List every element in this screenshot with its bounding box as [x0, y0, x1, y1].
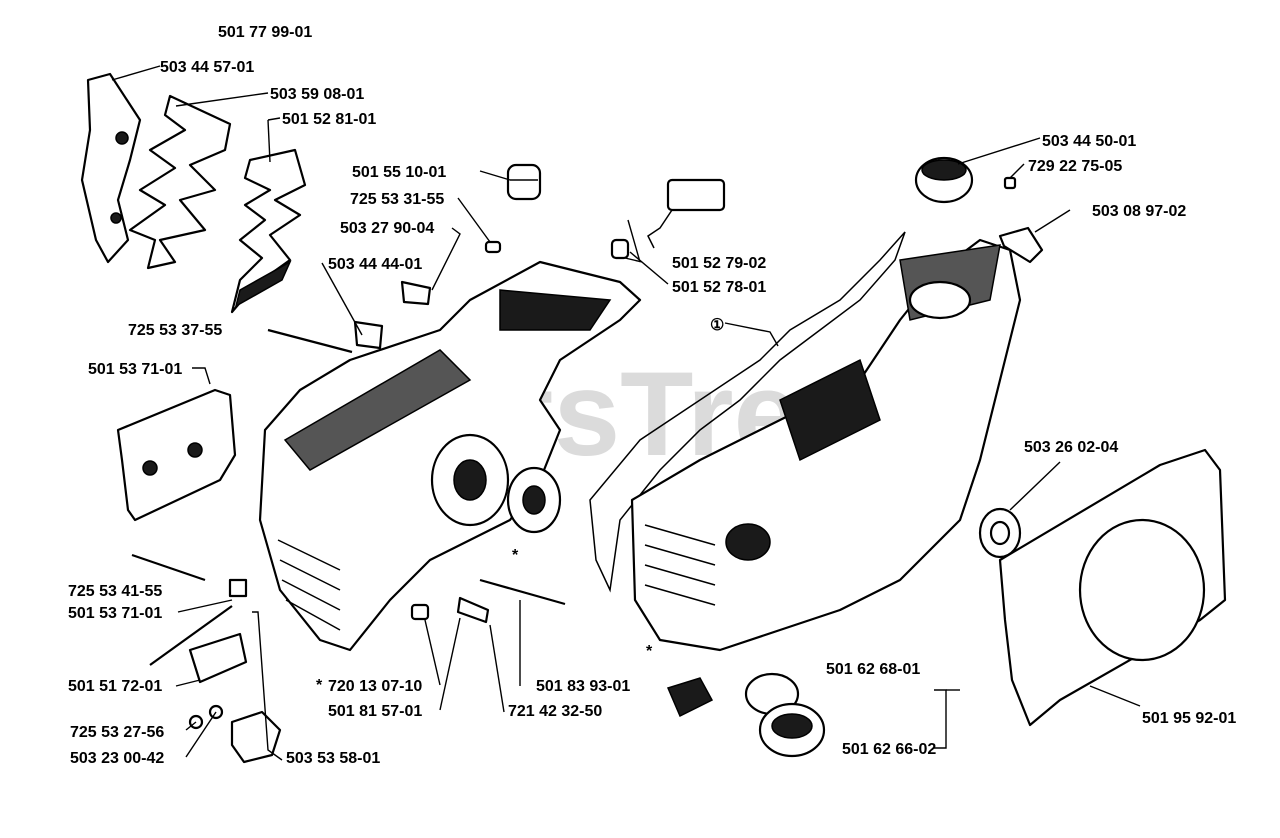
gasket: [589, 231, 906, 593]
part-label: 503 26 02-04: [1024, 439, 1118, 456]
part-label: 503 08 97-02: [1092, 203, 1186, 220]
part-label: 501 53 71-01: [68, 605, 162, 622]
crankcase-pocket: [499, 289, 612, 331]
part-label: 501 52 81-01: [282, 111, 376, 128]
guard-hole: [110, 212, 122, 224]
tensioner: [188, 632, 248, 684]
protector-plate: [128, 94, 232, 270]
part-label: 725 53 31-55: [350, 191, 444, 208]
spike-bumper: [230, 148, 307, 314]
long-bolt: [267, 328, 353, 354]
latch: [456, 596, 490, 624]
bolt-b: [149, 605, 233, 666]
screw-small: [1003, 176, 1017, 190]
part-label: 503 44 50-01: [1042, 133, 1136, 150]
bolt-a: [131, 553, 206, 582]
part-label: 501 52 79-02: [672, 255, 766, 272]
part-label: 503 27 90-04: [340, 220, 434, 237]
part-label: 729 22 75-05: [1028, 158, 1122, 175]
part-label: 501 83 93-01: [536, 678, 630, 695]
clip: [998, 226, 1044, 264]
inner-cavity: [779, 358, 881, 462]
part-label: 503 44 44-01: [328, 256, 422, 273]
fins-right: [644, 524, 716, 606]
part-label: 501 62 68-01: [826, 661, 920, 678]
catcher: [230, 710, 282, 764]
leader-lines: [111, 65, 1141, 761]
pin: [410, 603, 430, 621]
guard-hole: [115, 131, 129, 145]
bushing: [400, 280, 432, 306]
part-label: 725 53 37-55: [128, 322, 222, 339]
bumper-shade: [234, 260, 292, 308]
asterisk-marker: *: [316, 677, 323, 694]
part-label: 501 51 72-01: [68, 678, 162, 695]
part-label: 503 44 57-01: [160, 59, 254, 76]
fins-left: [277, 539, 341, 631]
part-label: 725 53 41-55: [68, 583, 162, 600]
part-label: 501 95 92-01: [1142, 710, 1236, 727]
part-label: 501 81 57-01: [328, 703, 422, 720]
nut-a: [228, 578, 248, 598]
part-label: 503 53 58-01: [286, 750, 380, 767]
part-label: 720 13 07-10: [328, 678, 422, 695]
part-label: 725 53 27-56: [70, 724, 164, 741]
small-bush: [610, 238, 630, 260]
part-label: 501 62 66-02: [842, 741, 936, 758]
part-label: 503 59 08-01: [270, 86, 364, 103]
screw: [484, 240, 502, 254]
rod: [479, 578, 566, 606]
circle-marker: ①: [710, 317, 724, 334]
connector: [666, 178, 726, 212]
bushing-2: [353, 320, 384, 350]
crank-bore-inner: [453, 459, 487, 501]
part-label: 501 52 78-01: [672, 279, 766, 296]
oil-cap: [506, 163, 542, 201]
guide-plate: [116, 388, 237, 522]
part-label: 721 42 32-50: [508, 703, 602, 720]
guard-plate: [80, 72, 142, 264]
asterisk-marker: *: [646, 643, 653, 660]
part-label: 501 53 71-01: [88, 361, 182, 378]
part-label: 503 23 00-42: [70, 750, 164, 767]
filler-neck: [725, 523, 771, 561]
part-label: 501 77 99-01: [218, 24, 312, 41]
crankcase-shade: [283, 349, 472, 471]
asterisk-marker: *: [512, 547, 519, 564]
part-label: 501 55 10-01: [352, 164, 446, 181]
cap-strap: [666, 677, 714, 718]
